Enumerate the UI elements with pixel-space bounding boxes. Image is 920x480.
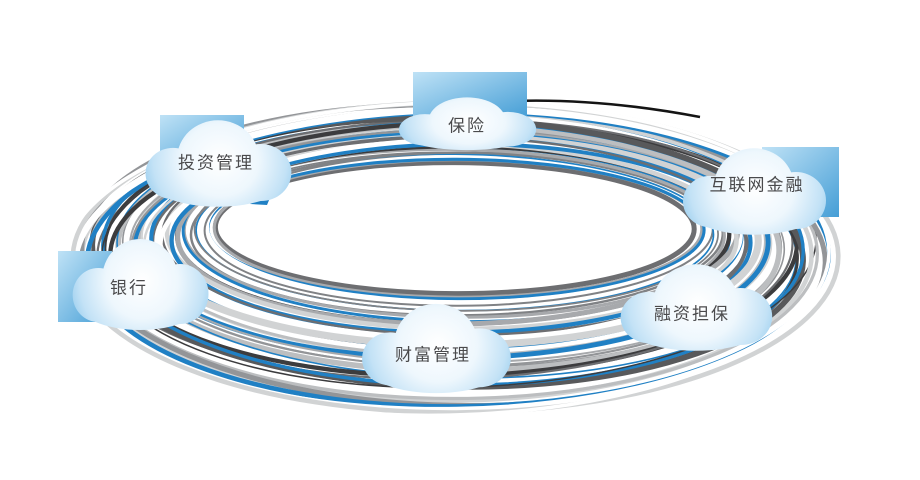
node-label-insurance: 保险	[448, 116, 486, 137]
rotation-arrow-icon	[511, 99, 701, 119]
node-label-bank: 银行	[110, 278, 148, 299]
node-label-internet-finance: 互联网金融	[709, 175, 805, 196]
node-label-wealth-management: 财富管理	[395, 345, 471, 366]
node-label-investment-management: 投资管理	[178, 153, 254, 174]
node-label-financing-guarantee: 融资担保	[654, 304, 730, 325]
